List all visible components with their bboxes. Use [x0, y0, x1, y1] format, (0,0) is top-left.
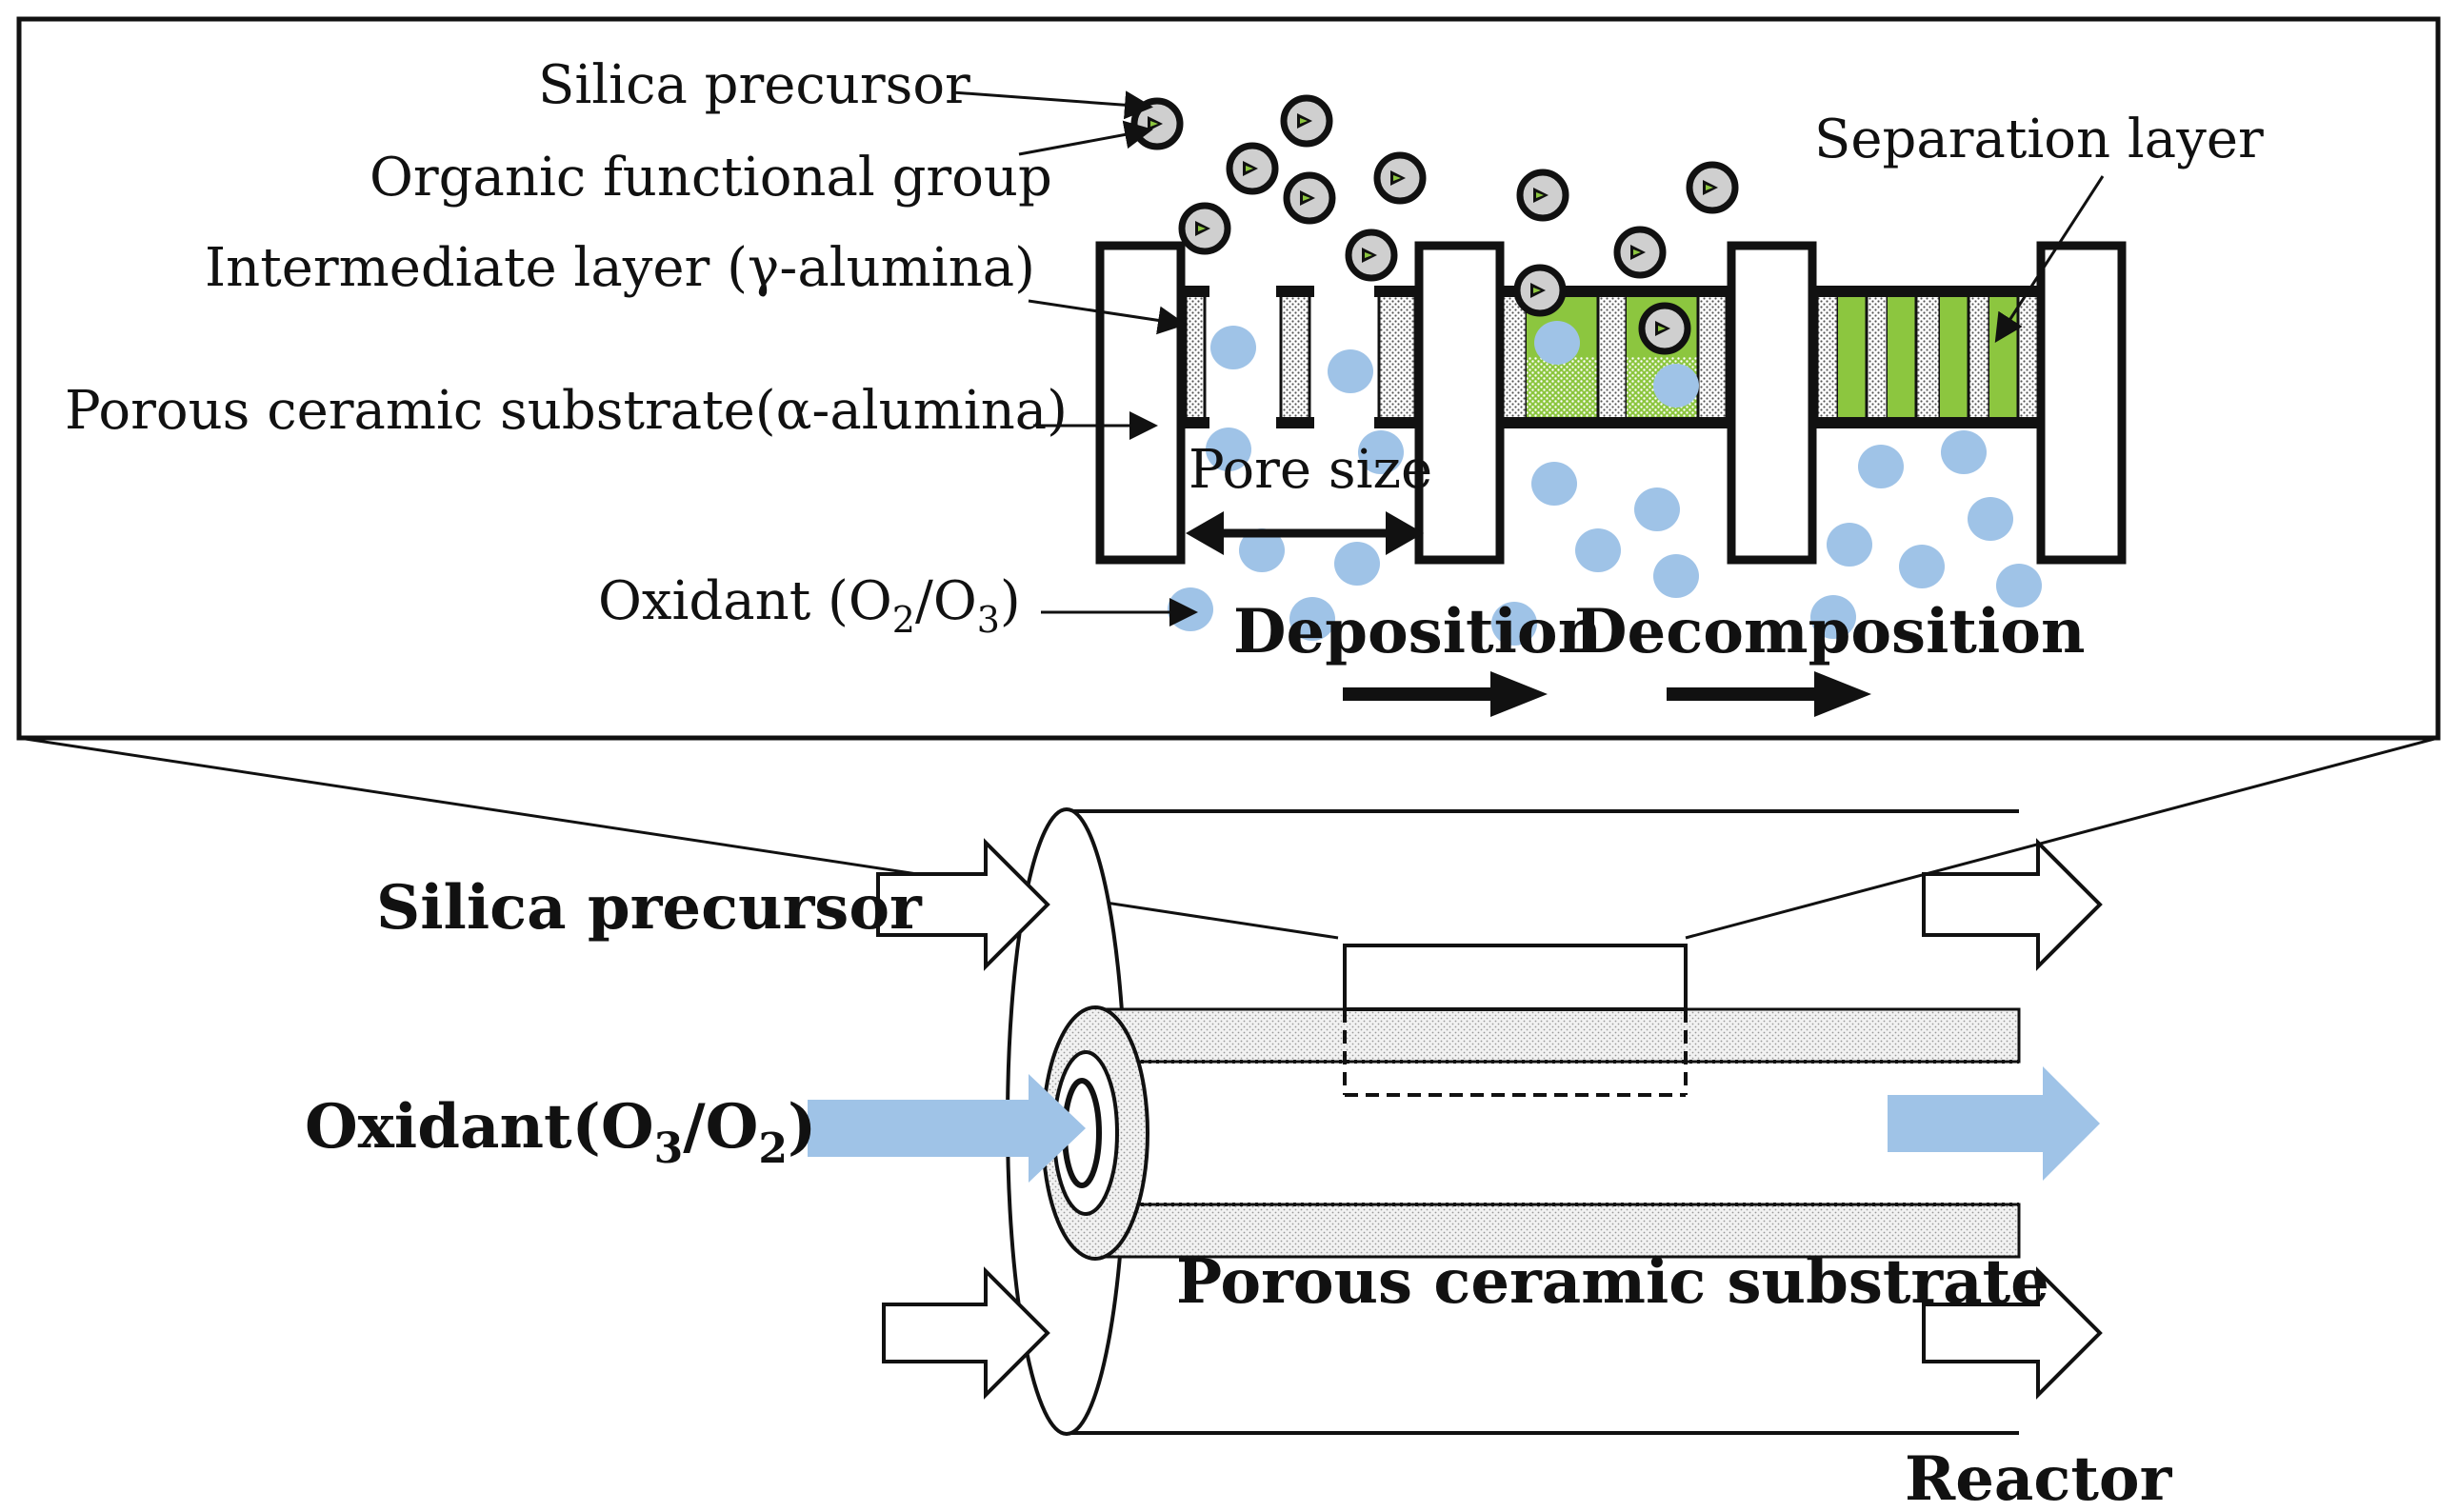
label-oxidant-top: Oxidant (O2/O3) — [598, 570, 1021, 641]
label-porous-substrate-bottom: Porous ceramic substrate — [1176, 1246, 2049, 1318]
label-reactor: Reactor — [1905, 1443, 2173, 1512]
reactor — [808, 807, 2103, 1436]
zoom-line-left — [18, 736, 1339, 940]
oxidant-molecules — [1168, 321, 2042, 646]
leader-lines — [951, 90, 2105, 627]
tube-wall-top — [1093, 1007, 2021, 1064]
label-porous-substrate-alpha: Porous ceramic substrate(α-alumina) — [65, 380, 1068, 442]
zoom-line-right — [1685, 736, 2439, 940]
precursor-inlet-arrow — [876, 838, 1050, 971]
stage-intermediate — [1095, 241, 1505, 565]
label-pore-size: Pore size — [1189, 439, 1432, 501]
process-arrows — [1343, 671, 1871, 717]
precursor-outlet-arrow — [1922, 1266, 2103, 1400]
stage-decomposition — [1814, 241, 2127, 565]
label-silica-precursor-bottom: Silica precursor — [376, 872, 923, 944]
label-oxidant-bottom: Oxidant(O3/O2) — [305, 1091, 816, 1173]
label-decomposition: Decomposition — [1574, 596, 2085, 667]
precursor-inlet-arrow — [882, 1266, 1050, 1400]
precursor-outlet-arrow — [1922, 838, 2103, 971]
substrate-block — [1414, 241, 1505, 565]
zoom-box — [1343, 944, 1688, 1011]
oxidant-outlet-arrow — [1888, 1066, 2100, 1181]
label-deposition: Deposition — [1233, 596, 1602, 667]
pore-size-arrow — [1186, 511, 1424, 555]
substrate-block — [1727, 241, 1817, 565]
label-separation-layer: Separation layer — [1814, 109, 2264, 170]
label-silica-precursor-top: Silica precursor — [538, 54, 970, 116]
substrate-block — [1095, 241, 1186, 565]
label-intermediate-layer: Intermediate layer (γ-alumina) — [205, 237, 1035, 299]
label-organic-functional-group: Organic functional group — [370, 147, 1052, 209]
substrate-block — [2036, 241, 2127, 565]
oxidant-inlet-arrow — [808, 1074, 1086, 1183]
